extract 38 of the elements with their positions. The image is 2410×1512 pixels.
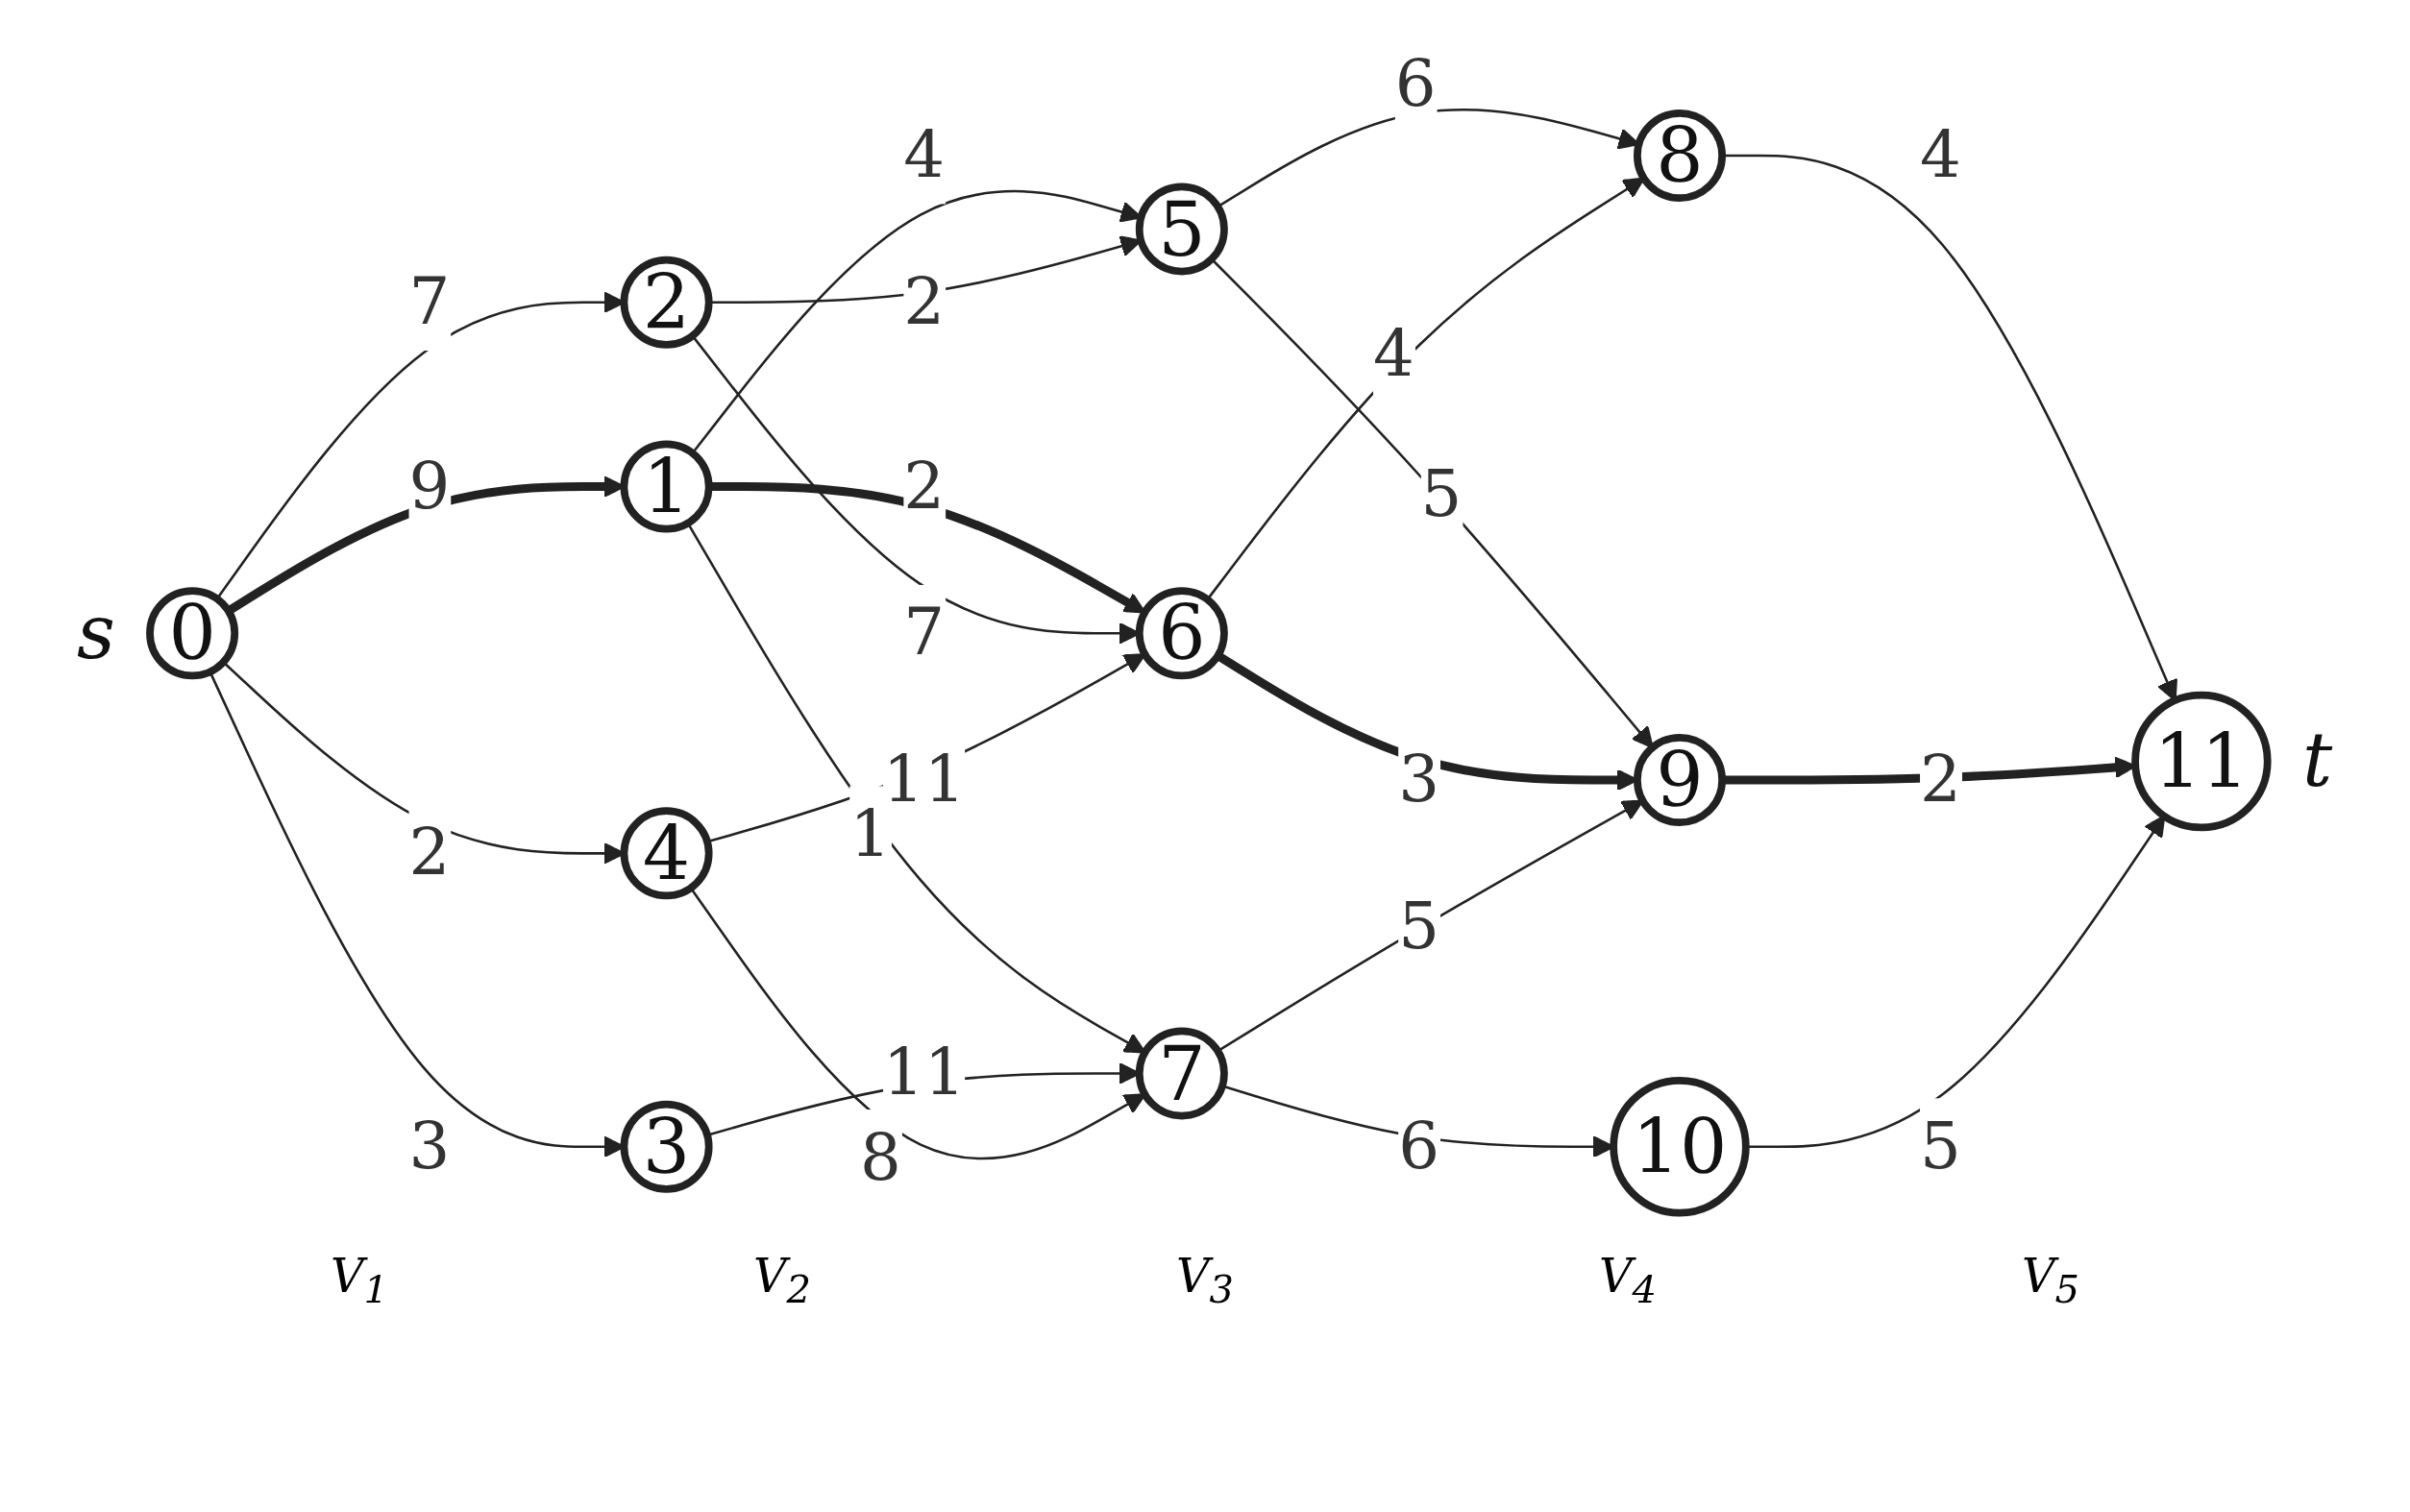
node-circle: 2 [620, 256, 713, 349]
edge-label: 4 [1372, 315, 1414, 391]
stage-label: V$_{5}$ [2021, 1249, 2080, 1311]
node-circle: 7 [1135, 1027, 1228, 1120]
node-circle: 0 [146, 587, 239, 680]
edge-label: 2 [903, 263, 946, 339]
edge-label: 9 [408, 448, 451, 524]
edge-label: 8 [859, 1119, 901, 1195]
edge-label: 3 [1398, 741, 1439, 817]
node-circle: 10 [1610, 1077, 1750, 1217]
node-circle: 8 [1634, 110, 1727, 203]
edge-label: 6 [1394, 45, 1437, 121]
stage-label: V$_{2}$ [752, 1249, 812, 1311]
stage-label: V$_{4}$ [1598, 1249, 1658, 1311]
edge-label: 2 [408, 815, 451, 890]
node-caption: t [2301, 717, 2333, 804]
edge-label: 5 [1420, 455, 1463, 531]
edge-label: 2 [1920, 741, 1961, 817]
node-circle: 1 [620, 440, 713, 533]
edge-label: 7 [408, 263, 451, 339]
node-circle: 4 [620, 807, 713, 900]
node-circle: 6 [1135, 587, 1228, 680]
node-circle: 5 [1135, 183, 1228, 276]
edge-label: 4 [903, 116, 946, 192]
edge-label: 7 [903, 595, 946, 670]
stage-label: V$_{3}$ [1175, 1249, 1235, 1311]
node-circle: 3 [620, 1100, 713, 1193]
node-circle: 11 [2131, 691, 2272, 832]
edge-label: 3 [408, 1108, 451, 1183]
edge-label: 4 [1920, 116, 1961, 192]
edge-label: 6 [1398, 1108, 1439, 1183]
edge-label: 5 [1398, 888, 1439, 963]
node-caption: s [76, 589, 115, 676]
node-circle: 9 [1634, 734, 1727, 826]
edge-label: 2 [903, 448, 946, 524]
edge-label: 5 [1920, 1108, 1961, 1183]
stage-label: V$_{1}$ [330, 1249, 389, 1311]
edge-label: 11 [882, 1035, 966, 1110]
